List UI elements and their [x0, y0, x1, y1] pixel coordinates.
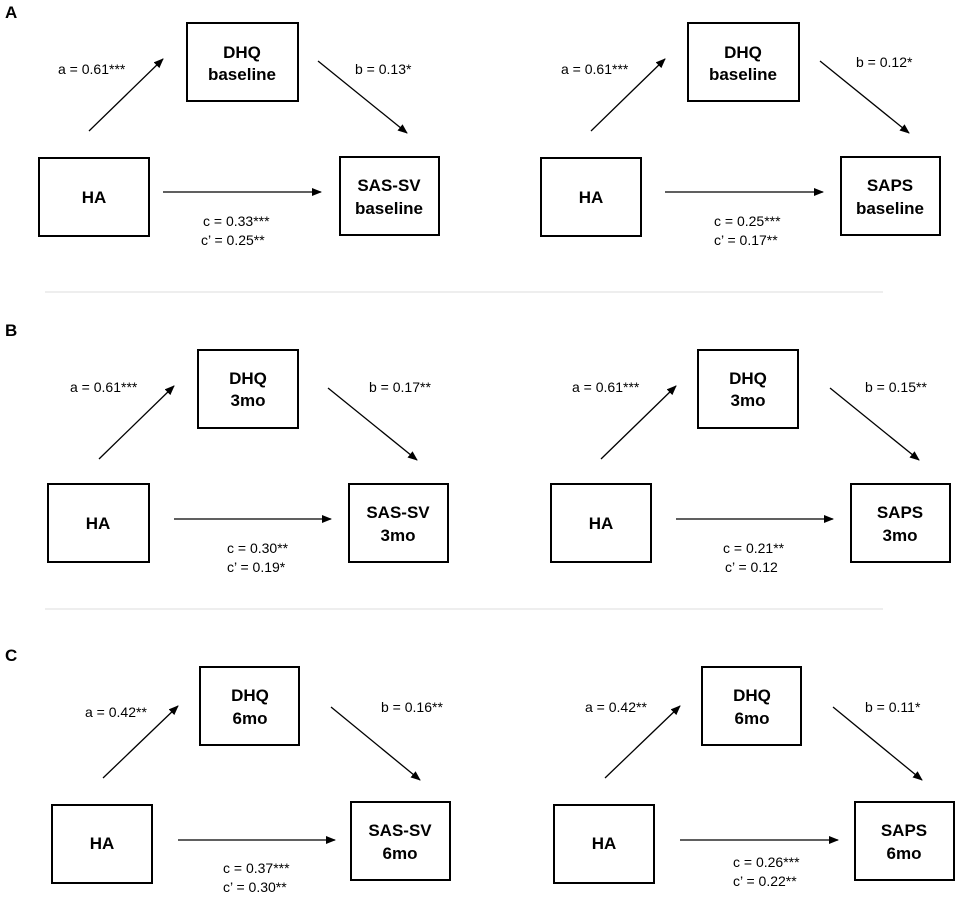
coef-a: a = 0.61***	[58, 61, 126, 77]
outcome-label: SAS-SV	[357, 176, 421, 195]
coef-b: b = 0.15**	[865, 379, 927, 395]
path-a-arrow	[88, 58, 164, 132]
coef-c-prime: c’ = 0.12	[725, 559, 778, 575]
outcome-label-time: 3mo	[883, 526, 918, 545]
outcome-label-time: 3mo	[381, 526, 416, 545]
mediator-box	[186, 22, 299, 102]
predictor-box	[51, 804, 153, 884]
outcome-box	[850, 483, 951, 563]
mediator-label: DHQ	[231, 686, 269, 705]
outcome-box	[840, 156, 941, 236]
coef-a: a = 0.61***	[561, 61, 629, 77]
coef-c: c = 0.21**	[723, 540, 785, 556]
coef-b: b = 0.13*	[355, 61, 412, 77]
coef-c: c = 0.25***	[714, 213, 781, 229]
path-b-arrow	[829, 387, 920, 461]
coef-a: a = 0.61***	[70, 379, 138, 395]
mediator-label-time: 6mo	[735, 709, 770, 728]
mediator-label: DHQ	[223, 43, 261, 62]
outcome-label: SAPS	[867, 176, 913, 195]
panel-b: B DHQ 3mo HA SAS-SV 3mo a = 0.61*** b = …	[5, 321, 951, 575]
outcome-label-time: baseline	[856, 199, 924, 218]
panel-c: C DHQ 6mo HA SAS-SV 6mo a = 0.42** b = 0…	[5, 646, 955, 895]
mediation-model-sas-sv-3mo: DHQ 3mo HA SAS-SV 3mo a = 0.61*** b = 0.…	[47, 349, 449, 575]
predictor-box	[38, 157, 150, 237]
path-b-arrow	[819, 60, 910, 134]
mediator-label: DHQ	[229, 369, 267, 388]
mediator-label-time: 3mo	[231, 391, 266, 410]
mediation-model-sas-sv-6mo: DHQ 6mo HA SAS-SV 6mo a = 0.42** b = 0.1…	[51, 666, 451, 895]
coef-c-prime: c’ = 0.19*	[227, 559, 286, 575]
mediation-model-saps-baseline: DHQ baseline HA SAPS baseline a = 0.61**…	[540, 22, 941, 248]
path-a-arrow	[590, 58, 666, 132]
mediator-label-time: 3mo	[731, 391, 766, 410]
path-a-arrow	[600, 385, 677, 460]
coef-c-prime: c’ = 0.17**	[714, 232, 778, 248]
mediator-box	[701, 666, 802, 746]
outcome-label-time: 6mo	[887, 844, 922, 863]
coef-a: a = 0.42**	[585, 699, 647, 715]
outcome-box	[854, 801, 955, 881]
predictor-label: HA	[86, 514, 111, 533]
coef-c-prime: c’ = 0.25**	[201, 232, 265, 248]
mediation-model-sas-sv-baseline: DHQ baseline HA SAS-SV baseline a = 0.61…	[38, 22, 440, 248]
mediator-box	[197, 349, 299, 429]
mediator-box	[687, 22, 800, 102]
coef-a: a = 0.42**	[85, 704, 147, 720]
mediator-label-time: baseline	[709, 65, 777, 84]
path-b-arrow	[832, 706, 923, 781]
outcome-label: SAS-SV	[366, 503, 430, 522]
mediator-box	[199, 666, 300, 746]
path-a-arrow	[102, 705, 179, 779]
mediator-label: DHQ	[724, 43, 762, 62]
path-b-arrow	[317, 60, 408, 134]
outcome-label: SAPS	[877, 503, 923, 522]
predictor-box	[553, 804, 655, 884]
predictor-box	[47, 483, 150, 563]
mediator-box	[697, 349, 799, 429]
coef-c-prime: c’ = 0.30**	[223, 879, 287, 895]
mediator-label-time: 6mo	[233, 709, 268, 728]
coef-c: c = 0.33***	[203, 213, 270, 229]
coef-b: b = 0.12*	[856, 54, 913, 70]
panel-label: B	[5, 321, 17, 340]
panel-a: A DHQ baseline HA SAS-SV baseline a = 0.…	[5, 3, 941, 248]
coef-c-prime: c’ = 0.22**	[733, 873, 797, 889]
predictor-label: HA	[579, 188, 604, 207]
outcome-box	[350, 801, 451, 881]
coef-b: b = 0.11*	[865, 699, 921, 715]
outcome-label-time: baseline	[355, 199, 423, 218]
path-b-arrow	[327, 387, 418, 461]
predictor-box	[540, 157, 642, 237]
coef-b: b = 0.16**	[381, 699, 443, 715]
outcome-label-time: 6mo	[383, 844, 418, 863]
coef-b: b = 0.17**	[369, 379, 431, 395]
outcome-label: SAPS	[881, 821, 927, 840]
predictor-label: HA	[592, 834, 617, 853]
panel-label: C	[5, 646, 17, 665]
mediator-label-time: baseline	[208, 65, 276, 84]
path-b-arrow	[330, 706, 421, 781]
mediation-model-saps-6mo: DHQ 6mo HA SAPS 6mo a = 0.42** b = 0.11*…	[553, 666, 955, 889]
outcome-box	[348, 483, 449, 563]
outcome-label: SAS-SV	[368, 821, 432, 840]
mediation-model-saps-3mo: DHQ 3mo HA SAPS 3mo a = 0.61*** b = 0.15…	[550, 349, 951, 575]
coef-a: a = 0.61***	[572, 379, 640, 395]
outcome-box	[339, 156, 440, 236]
predictor-box	[550, 483, 652, 563]
coef-c: c = 0.26***	[733, 854, 800, 870]
path-a-arrow	[604, 705, 681, 779]
mediator-label: DHQ	[729, 369, 767, 388]
path-a-arrow	[98, 385, 175, 460]
predictor-label: HA	[82, 188, 107, 207]
coef-c: c = 0.37***	[223, 860, 290, 876]
predictor-label: HA	[90, 834, 115, 853]
panel-label: A	[5, 3, 17, 22]
predictor-label: HA	[589, 514, 614, 533]
mediator-label: DHQ	[733, 686, 771, 705]
coef-c: c = 0.30**	[227, 540, 289, 556]
